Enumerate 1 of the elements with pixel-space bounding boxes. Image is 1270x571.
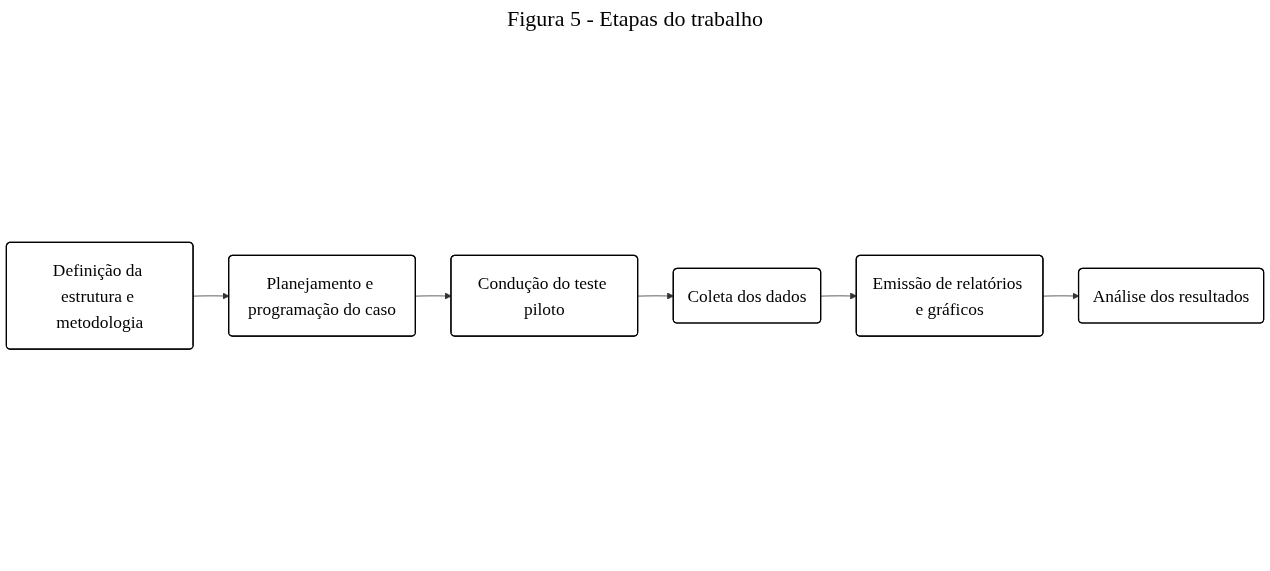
figure-title: Figura 5 - Etapas do trabalho [506,6,764,32]
